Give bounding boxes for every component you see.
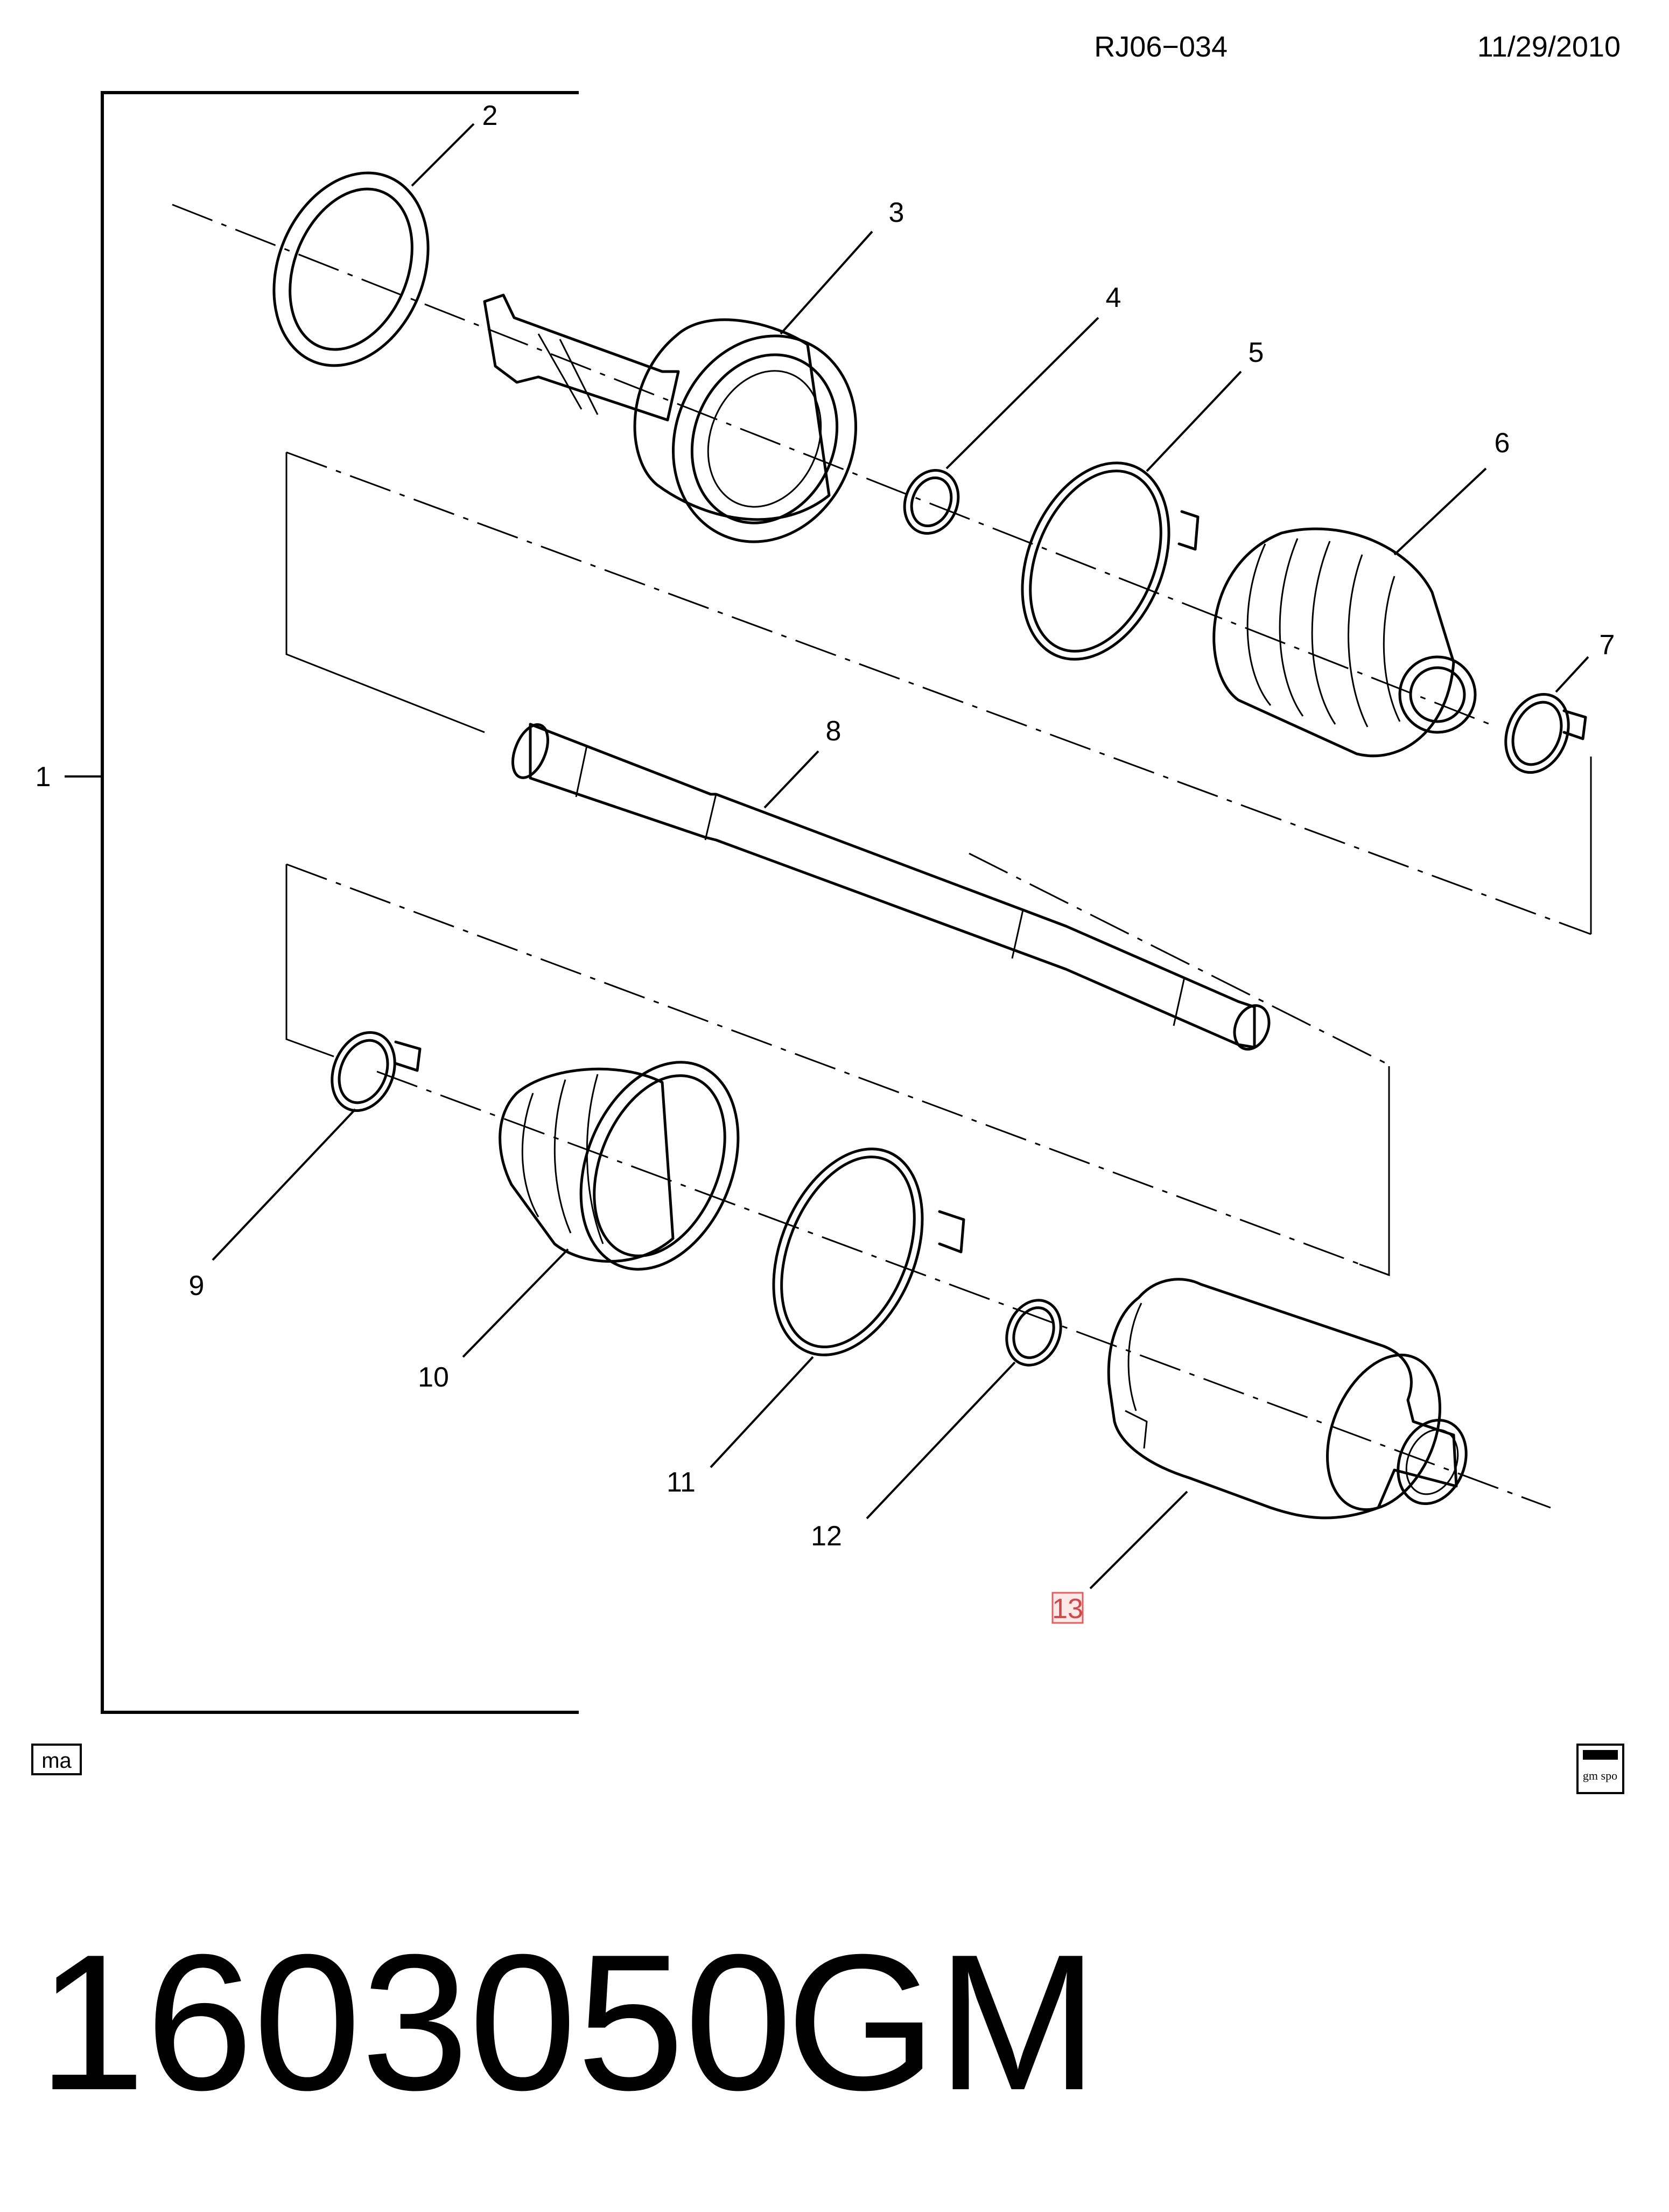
callout-7-leader [1555, 656, 1589, 693]
part-11-large-clamp [772, 1147, 965, 1356]
callout-13-leader [1089, 1490, 1188, 1590]
lower-group-right-edge [1359, 1066, 1390, 1277]
diagram-date: 11/29/2010 [1477, 31, 1621, 63]
assembly-bracket [101, 91, 579, 1714]
callout-4-leader [945, 317, 1099, 470]
upper-group-line [286, 451, 1591, 935]
ma-badge-box [31, 1744, 82, 1775]
lower-group-line [286, 863, 1390, 1276]
callout-3-leader [780, 230, 873, 335]
part-5-large-clamp [1021, 461, 1200, 661]
callout-6-leader [1393, 467, 1487, 556]
callout-13-highlight [1051, 1592, 1084, 1624]
axis-bottom [376, 1070, 1551, 1509]
callout-10-leader [462, 1248, 569, 1358]
upper-group-bracket [285, 452, 485, 733]
callout-5: 5 [1249, 337, 1264, 368]
callout-8: 8 [826, 716, 841, 747]
callout-4: 4 [1106, 282, 1121, 313]
part-10-inner-boot [499, 1061, 740, 1271]
callout-12: 12 [811, 1521, 842, 1552]
part-8-axle-shaft [511, 723, 1271, 1051]
part-2-seal [272, 171, 430, 367]
part-4-retaining-ring [903, 469, 960, 535]
part-12-retaining-ring [1005, 1299, 1062, 1367]
callout-9-leader [212, 1108, 356, 1261]
callout-6: 6 [1495, 428, 1510, 459]
callout-11: 11 [667, 1467, 696, 1498]
part-13-inner-housing [1107, 1278, 1468, 1520]
svg-text:gm spo: gm spo [1583, 1769, 1617, 1782]
ma-badge: ma [41, 1749, 72, 1773]
part-9-small-clamp [331, 1031, 422, 1112]
brand-name: GM [786, 1914, 1098, 2131]
diagram-code: RJ06−034 [1094, 31, 1228, 63]
part-3-outer-joint [483, 293, 858, 543]
callout-10: 10 [418, 1362, 449, 1393]
gm-spo-logo: gm spo [1576, 1744, 1624, 1794]
callout-7: 7 [1600, 629, 1615, 661]
callout-11-leader [710, 1356, 814, 1468]
callout-13: 13 [1052, 1593, 1083, 1625]
callout-2-leader [411, 123, 475, 187]
axis-top [172, 204, 1497, 728]
lower-group-bracket [285, 864, 334, 1058]
callout-2: 2 [482, 100, 498, 131]
callout-3: 3 [889, 197, 904, 228]
callout-1: 1 [36, 761, 51, 793]
part-7-small-clamp [1504, 692, 1587, 774]
part-6-outer-boot [1212, 527, 1477, 758]
callout-8-leader [763, 750, 819, 809]
callout-5-leader [1146, 370, 1242, 472]
callout-12-leader [866, 1361, 1016, 1520]
axis-middle [969, 852, 1387, 1065]
part-number: 1603050 [38, 1914, 793, 2131]
callout-9: 9 [189, 1270, 205, 1301]
